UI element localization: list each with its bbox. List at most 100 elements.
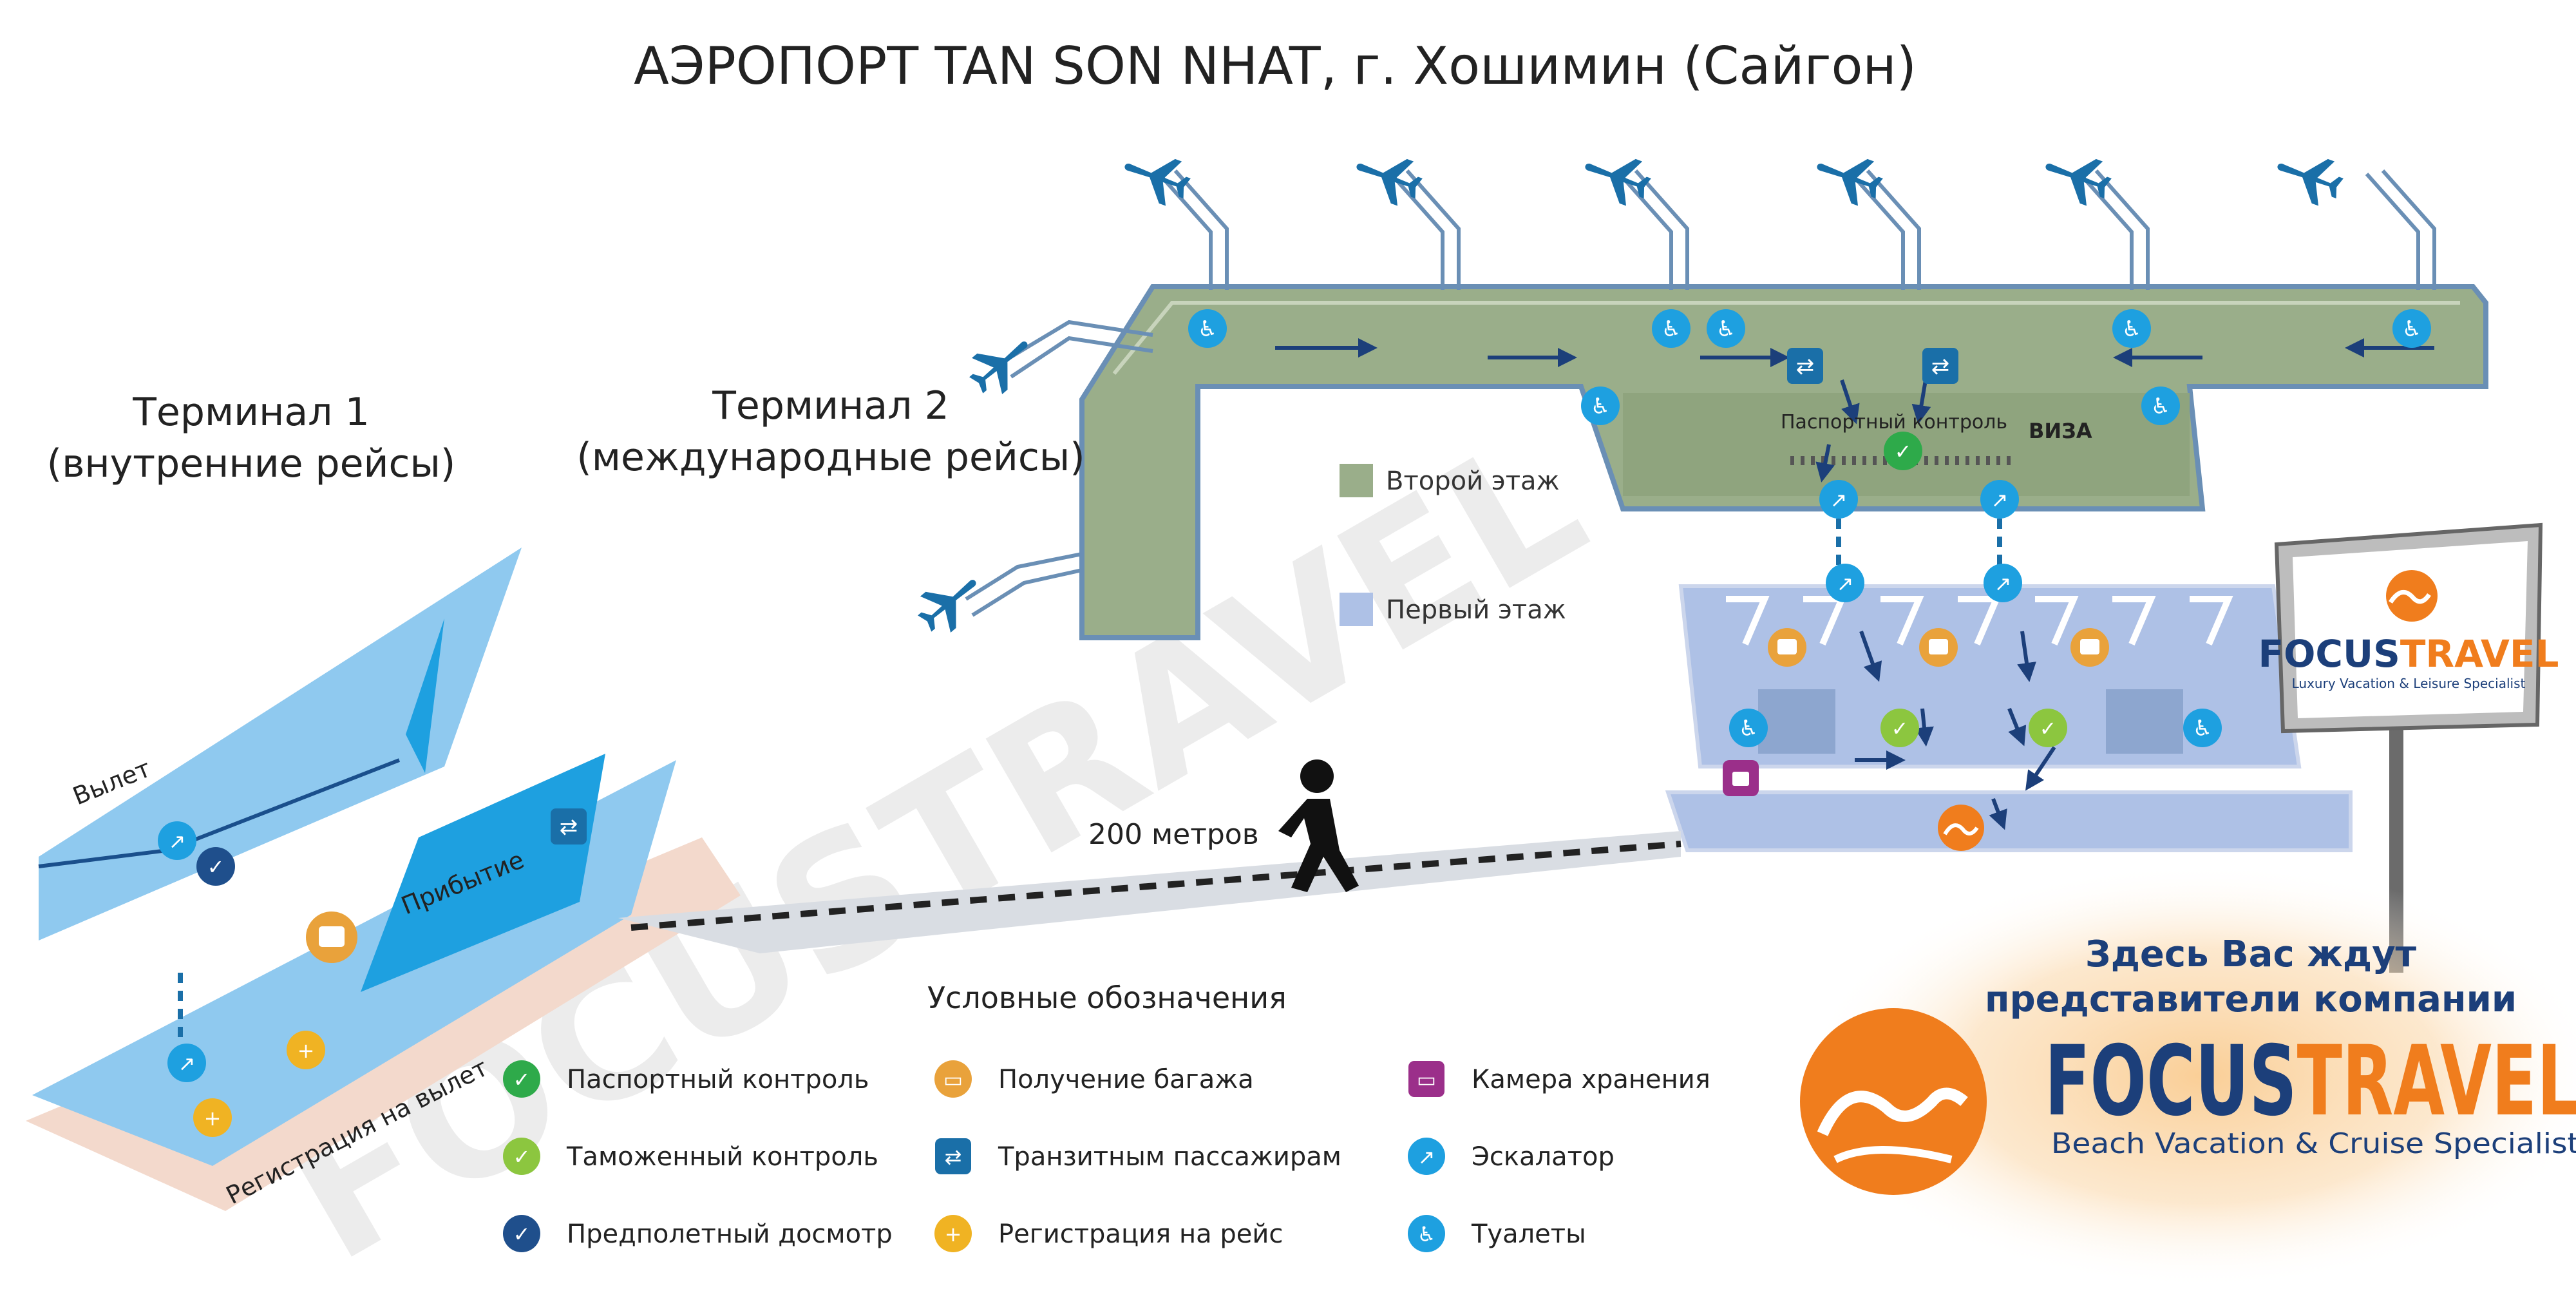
focustravel-logo-icon [2386, 570, 2438, 622]
passport-control-icon: ✓ [503, 1060, 540, 1098]
svg-text:♿: ♿ [1739, 716, 1758, 741]
promo-tagline: Beach Vacation & Cruise Specialist [2051, 1127, 2576, 1160]
customs-icon: ✓ [1880, 709, 1919, 747]
toilet-icon: ♿ [2183, 709, 2222, 747]
passport-control-icon: ✓ [1884, 432, 1922, 470]
svg-text:⇄: ⇄ [1931, 354, 1950, 379]
legend-item-label: Туалеты [1471, 1219, 1586, 1249]
luggage-storage-icon: ▭ [1408, 1061, 1444, 1097]
svg-text:✓: ✓ [513, 1222, 531, 1246]
sign-tagline: Luxury Vacation & Leisure Specialist [2292, 676, 2526, 691]
checkin-icon: + [934, 1215, 972, 1252]
visa-label: ВИЗА [2029, 419, 2092, 443]
svg-text:↗: ↗ [1837, 571, 1854, 596]
walk-distance-label: 200 метров [1088, 818, 1259, 851]
svg-text:♿: ♿ [2151, 394, 2170, 419]
svg-text:✓: ✓ [1895, 439, 1912, 464]
svg-text:Терминал 1: Терминал 1 [132, 390, 370, 435]
svg-text:▭: ▭ [1417, 1067, 1436, 1092]
baggage-claim-icon [2070, 628, 2109, 667]
svg-text:♿: ♿ [1662, 316, 1681, 342]
toilet-icon: ♿ [1408, 1215, 1445, 1252]
svg-text:♿: ♿ [1417, 1222, 1436, 1246]
svg-text:✓: ✓ [2040, 716, 2057, 741]
svg-text:✓: ✓ [207, 855, 225, 879]
transit-icon: ⇄ [1787, 348, 1823, 384]
toilet-icon: ♿ [1581, 387, 1620, 425]
focustravel-meeting-point-icon [1938, 805, 1984, 851]
toilet-icon: ♿ [1652, 309, 1690, 348]
svg-text:⇄: ⇄ [945, 1145, 962, 1169]
airplane-icon [909, 562, 990, 642]
legend-item-label: Эскалатор [1472, 1142, 1615, 1172]
svg-text:⇄: ⇄ [560, 814, 578, 840]
svg-text:↗: ↗ [178, 1051, 196, 1076]
legend-item-label: Транзитным пассажирам [998, 1142, 1341, 1172]
escalator-icon: ↗ [1980, 480, 2019, 519]
escalator-icon: ↗ [167, 1044, 206, 1082]
security-check-icon: ✓ [196, 847, 235, 886]
escalator-icon: ↗ [1826, 564, 1864, 602]
svg-text:♿: ♿ [2402, 316, 2421, 342]
floor2-label: Второй этаж [1386, 466, 1560, 496]
legend: Условные обозначения ✓ Паспортный контрол… [503, 980, 1710, 1252]
floor1-label: Первый этаж [1386, 595, 1566, 625]
walking-person-icon [1278, 759, 1359, 892]
escalator-icon: ↗ [1408, 1138, 1445, 1175]
security-check-icon: ✓ [503, 1215, 540, 1252]
terminal1-map: ↗ ✓ ↗ + + ⇄ Вылет Прибытие Регистрация н… [26, 541, 741, 1211]
svg-text:♿: ♿ [1716, 316, 1736, 342]
legend-item-label: Получение багажа [998, 1065, 1254, 1094]
terminal2-heading: Терминал 2 (международные рейсы) [576, 383, 1084, 480]
promo-block: Здесь Вас ждут представители компании FO… [1800, 863, 2576, 1288]
escalator-icon: ↗ [1819, 480, 1858, 519]
escalator-icon: ↗ [158, 821, 196, 860]
svg-text:▭: ▭ [943, 1067, 963, 1092]
toilet-icon: ♿ [2141, 387, 2180, 425]
legend-item-label: Камера хранения [1472, 1065, 1710, 1094]
svg-text:↗: ↗ [1418, 1145, 1435, 1169]
toilet-icon: ♿ [1188, 309, 1227, 348]
floor-legend: Второй этаж Первый этаж [1340, 464, 1566, 626]
promo-brand: FOCUSTRAVEL [2045, 1026, 2576, 1138]
checkin-icon: + [193, 1098, 232, 1137]
legend-title: Условные обозначения [927, 980, 1287, 1015]
svg-text:✓: ✓ [1891, 716, 1909, 741]
baggage-claim-icon [1919, 628, 1958, 667]
svg-text:Терминал 2: Терминал 2 [712, 383, 949, 428]
svg-text:↗: ↗ [1830, 488, 1848, 512]
escalator-icon: ↗ [1984, 564, 2022, 602]
promo-logo-icon [1800, 1008, 1987, 1195]
terminal1-heading: Терминал 1 (внутренние рейсы) [47, 390, 456, 486]
customs-icon: ✓ [2029, 709, 2067, 747]
toilet-icon: ♿ [2112, 309, 2151, 348]
svg-text:+: + [945, 1222, 962, 1246]
svg-text:✓: ✓ [513, 1067, 531, 1092]
toilet-icon: ♿ [1707, 309, 1745, 348]
legend-item-label: Таможенный контроль [566, 1142, 878, 1172]
terminal2-second-floor: ♿ ♿ ♿ ♿ ♿ ♿ ♿ ⇄ ⇄ ✓ ↗ ↗ Паспортный контр… [909, 143, 2488, 642]
svg-text:↗: ↗ [1991, 488, 2009, 512]
svg-text:♿: ♿ [1198, 316, 1217, 342]
legend-item-label: Предполетный досмотр [567, 1219, 893, 1249]
checkin-icon: + [287, 1031, 325, 1069]
transit-icon: ⇄ [551, 808, 587, 845]
svg-text:+: + [204, 1106, 222, 1131]
walkway: 200 метров [618, 759, 1681, 953]
promo-line1: Здесь Вас ждут [2085, 933, 2417, 975]
page-title: АЭРОПОРТ TAN SON NHAT, г. Хошимин (Сайго… [634, 36, 1917, 96]
svg-text:+: + [298, 1038, 315, 1063]
svg-text:↗: ↗ [169, 829, 186, 854]
svg-text:✓: ✓ [513, 1145, 531, 1169]
legend-item-label: Паспортный контроль [567, 1065, 869, 1094]
transit-icon: ⇄ [935, 1138, 971, 1174]
svg-text:↗: ↗ [1994, 571, 2012, 596]
customs-icon: ✓ [503, 1138, 540, 1175]
terminal2-first-floor: ↗ ↗ ♿ ♿ ✓ ✓ [1665, 564, 2353, 852]
baggage-claim-icon: ▭ [934, 1060, 972, 1098]
transit-icon: ⇄ [1922, 348, 1958, 384]
promo-line2: представители компании [1985, 978, 2517, 1020]
passport-control-label: Паспортный контроль [1781, 411, 2007, 434]
baggage-claim-icon [306, 911, 357, 963]
